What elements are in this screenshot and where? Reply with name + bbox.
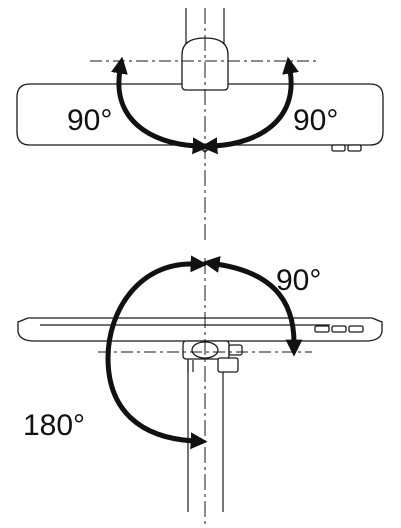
tilt-arrow xyxy=(202,256,303,357)
side-stand-hinge xyxy=(182,340,243,373)
tilt-angle-label: 90° xyxy=(276,264,321,297)
swivel-right-angle-label: 90° xyxy=(293,104,338,137)
side-view: 90° 180° xyxy=(17,255,383,528)
rotation-arrow xyxy=(105,255,208,450)
swivel-right-arrow xyxy=(200,56,299,155)
rotation-angle-label: 180° xyxy=(23,409,85,442)
swivel-left-angle-label: 90° xyxy=(67,104,112,137)
top-monitor-buttons xyxy=(331,144,362,152)
swivel-left-arrow xyxy=(111,56,210,155)
top-stand-pole xyxy=(185,8,225,48)
top-view: 90° 90° xyxy=(16,8,384,240)
side-monitor-buttons xyxy=(314,325,364,333)
